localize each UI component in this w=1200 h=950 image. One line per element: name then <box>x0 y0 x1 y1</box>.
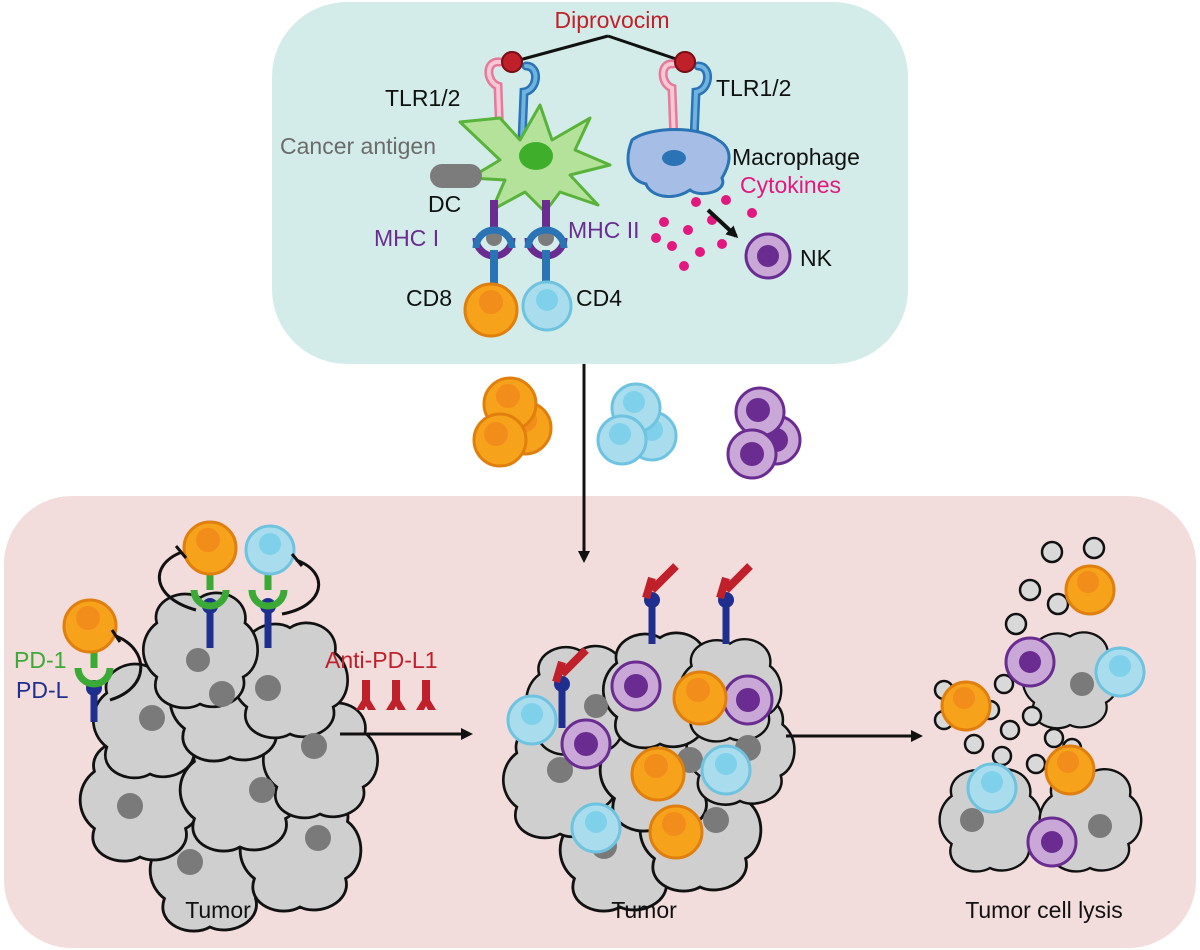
nk-cell-cluster <box>726 386 802 480</box>
nk-label: NK <box>800 245 833 271</box>
cd4-label: CD4 <box>576 285 622 311</box>
inhibition-arrow-icon <box>157 550 197 612</box>
cd8-cell-cluster <box>472 376 553 468</box>
mhc-ii-complex <box>524 200 568 290</box>
cd4-t-cell <box>521 280 573 332</box>
tlr-receptor-icon <box>484 51 540 145</box>
pd1-pdl-pair-1 <box>62 598 143 722</box>
macrophage-cell <box>626 128 731 199</box>
pdl-label: PD-L <box>16 677 69 703</box>
cancer-antigen-shape <box>430 164 482 188</box>
tumor-left-label: Tumor <box>185 897 251 923</box>
macrophage-label: Macrophage <box>732 144 860 170</box>
infiltrating-immune-cells <box>506 660 774 860</box>
pd1-label: PD-1 <box>14 647 66 673</box>
arrow-icon <box>706 208 739 239</box>
tlr-receptor-icon <box>658 51 712 145</box>
inhibition-arrow-icon <box>281 558 321 616</box>
pd1-pdl-pair-3 <box>244 524 321 648</box>
tumor-middle-label: Tumor <box>611 897 677 923</box>
inhibition-arrow-icon <box>109 634 143 702</box>
cd8-t-cell <box>463 282 519 338</box>
tumor-middle-nuclei <box>547 694 761 859</box>
anti-pdl1-label: Anti-PD-L1 <box>325 647 437 673</box>
cd4-cell-cluster <box>596 382 678 466</box>
nk-cell <box>744 232 792 280</box>
tlr-left-label: TLR1/2 <box>385 85 460 111</box>
cancer-antigen-label: Cancer antigen <box>280 133 436 159</box>
diprovocim-label: Diprovocim <box>554 7 669 33</box>
lysis-immune-cells <box>940 564 1146 868</box>
mhc-i-label: MHC I <box>374 225 439 251</box>
mhc-ii-label: MHC II <box>568 217 640 243</box>
cd8-label: CD8 <box>406 285 452 311</box>
top-panel <box>272 2 908 364</box>
pdl-antibody-bound <box>552 563 753 728</box>
cytokines-label: Cytokines <box>740 172 841 198</box>
antibody-icon <box>356 680 436 710</box>
tumor-left-nuclei <box>117 648 331 875</box>
tlr-right-label: TLR1/2 <box>716 75 791 101</box>
tumor-lysis-label: Tumor cell lysis <box>965 897 1123 923</box>
lysed-nuclei <box>960 672 1112 838</box>
dc-label: DC <box>428 191 461 217</box>
pd1-pdl-pair-2 <box>157 520 238 648</box>
